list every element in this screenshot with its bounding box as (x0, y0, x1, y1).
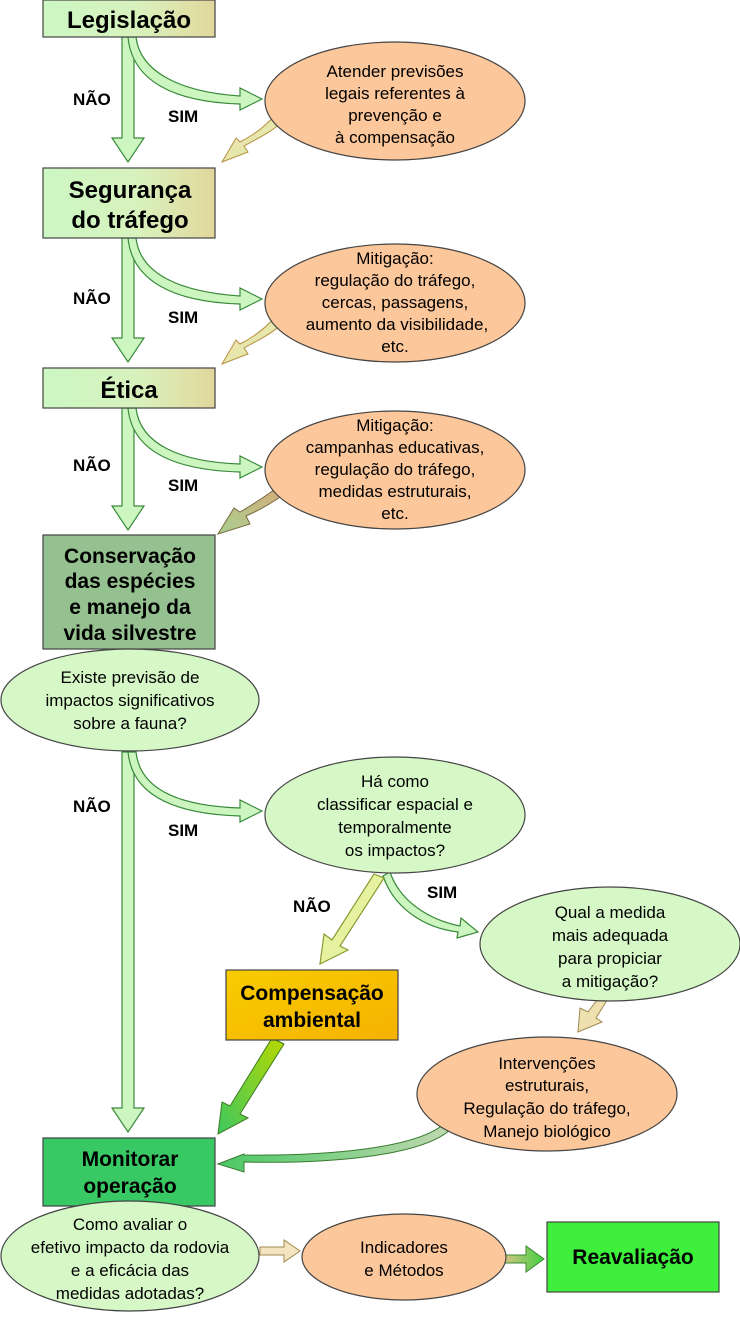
arrow-return-atender (220, 113, 285, 163)
ellipse-qual: Qual a medida mais adequada para propici… (479, 886, 740, 1002)
ellipse-qual-line: Qual a medida (555, 903, 666, 922)
ellipse-ha-como: Há como classificar espacial e temporalm… (264, 756, 526, 874)
box-legislacao: Legislação (42, 0, 216, 38)
arrow-nao-existe (110, 751, 146, 1134)
label-nao-seguranca: NÃO (73, 288, 111, 308)
arrow-return-mitigacao2 (216, 483, 291, 535)
arrow-nao-ha-como (319, 873, 385, 966)
arrow-intervencoes (216, 1123, 451, 1173)
label-sim-etica: SIM (168, 476, 198, 495)
arrow-sim-existe (127, 751, 264, 823)
label-sim-existe: SIM (168, 821, 198, 840)
ellipse-atender-line: à compensação (335, 128, 455, 147)
box-etica: Ética (42, 367, 216, 409)
ellipse-existe-line: Existe previsão de (61, 668, 200, 687)
ellipse-mitigacao2-line: regulação do tráfego, (315, 460, 476, 479)
ellipse-ha-como-line: os impactos? (345, 841, 445, 860)
ellipse-mitigacao2: Mitigação: campanhas educativas, regulaç… (264, 410, 526, 530)
ellipse-mitigacao1-line: regulação do tráfego, (315, 271, 476, 290)
ellipse-qual-line: mais adequada (552, 926, 669, 945)
ellipse-intervencoes-line: estruturais, (505, 1076, 589, 1095)
box-conservacao-line: Conservação (64, 545, 196, 568)
ellipse-como-avaliar-line: efetivo impacto da rodovia (31, 1238, 230, 1257)
box-compensacao: Compensação ambiental (225, 969, 399, 1041)
arrow-compensacao (217, 1037, 285, 1135)
ellipse-existe: Existe previsão de impactos significativ… (0, 648, 260, 752)
arrow-sim-legislacao (127, 36, 264, 111)
ellipse-ha-como-line: classificar espacial e (317, 795, 473, 814)
arrow-sim-etica (127, 407, 264, 479)
ellipse-como-avaliar-line: e a eficácia das (71, 1261, 189, 1280)
label-nao-etica: NÃO (73, 455, 111, 475)
box-seguranca: Segurança do tráfego (42, 167, 216, 239)
label-sim-legislacao: SIM (168, 107, 198, 126)
box-monitorar: Monitorar operação (42, 1137, 216, 1207)
label-nao-existe: NÃO (73, 796, 111, 816)
label-nao-ha-como: NÃO (293, 896, 331, 916)
box-reavaliacao-line: Reavaliação (572, 1246, 693, 1269)
ellipse-atender-line: prevenção e (348, 106, 442, 125)
arrow-return-mitigacao1 (220, 315, 285, 365)
ellipse-como-avaliar-line: medidas adotadas? (56, 1284, 204, 1303)
ellipse-ha-como-line: temporalmente (338, 818, 451, 837)
ellipse-intervencoes-line: Intervenções (498, 1054, 595, 1073)
ellipse-mitigacao2-line: Mitigação: (356, 416, 433, 435)
ellipse-existe-line: impactos significativos (45, 691, 214, 710)
arrow-como-to-ind (259, 1239, 301, 1263)
label-sim-seguranca: SIM (168, 308, 198, 327)
ellipse-qual-line: para propiciar (558, 949, 662, 968)
ellipse-atender: Atender previsões legais referentes à pr… (264, 41, 526, 161)
ellipse-atender-line: Atender previsões (326, 62, 463, 81)
label-nao-legislacao: NÃO (73, 89, 111, 109)
ellipse-indicadores-line: e Métodos (364, 1261, 443, 1280)
ellipse-mitigacao1-line: cercas, passagens, (322, 293, 468, 312)
ellipse-mitigacao1-line: etc. (381, 337, 408, 356)
box-monitorar-line: Monitorar (82, 1148, 179, 1171)
arrow-sim-ha-como (382, 871, 480, 939)
box-legislacao-line: Legislação (67, 7, 191, 34)
ellipse-ha-como-line: Há como (361, 772, 429, 791)
box-compensacao-line: Compensação (240, 982, 384, 1005)
ellipse-existe-line: sobre a fauna? (73, 714, 186, 733)
ellipse-mitigacao1-line: Mitigação: (356, 249, 433, 268)
box-seguranca-line: do tráfego (71, 207, 188, 234)
ellipse-indicadores: Indicadores e Métodos (301, 1213, 507, 1301)
box-conservacao-line: das espécies (65, 570, 196, 593)
ellipse-intervencoes: Intervenções estruturais, Regulação do t… (416, 1036, 678, 1152)
box-reavaliacao: Reavaliação (546, 1221, 720, 1293)
label-sim-ha-como: SIM (427, 883, 457, 902)
ellipse-mitigacao1-line: aumento da visibilidade, (306, 315, 488, 334)
ellipse-mitigacao2-line: campanhas educativas, (306, 438, 485, 457)
ellipse-mitigacao2-line: etc. (381, 504, 408, 523)
box-monitorar-line: operação (83, 1175, 176, 1198)
ellipse-mitigacao1: Mitigação: regulação do tráfego, cercas,… (264, 243, 526, 363)
ellipse-atender-line: legais referentes à (325, 84, 465, 103)
box-conservacao-line: vida silvestre (63, 622, 196, 645)
ellipse-como-avaliar: Como avaliar o efetivo impacto da rodovi… (0, 1200, 260, 1312)
ellipse-intervencoes-line: Manejo biológico (483, 1122, 611, 1141)
ellipse-qual-line: a mitigação? (562, 972, 658, 991)
ellipse-intervencoes-line: Regulação do tráfego, (463, 1099, 630, 1118)
ellipse-indicadores-line: Indicadores (360, 1238, 448, 1257)
box-conservacao: Conservação das espécies e manejo da vid… (42, 534, 216, 650)
arrow-sim-seguranca (127, 237, 264, 311)
ellipse-mitigacao2-line: medidas estruturais, (318, 482, 471, 501)
box-etica-line: Ética (100, 376, 158, 404)
ellipse-como-avaliar-line: Como avaliar o (73, 1215, 187, 1234)
box-compensacao-line: ambiental (263, 1009, 361, 1032)
box-conservacao-line: e manejo da (69, 596, 191, 619)
box-seguranca-line: Segurança (69, 177, 192, 204)
